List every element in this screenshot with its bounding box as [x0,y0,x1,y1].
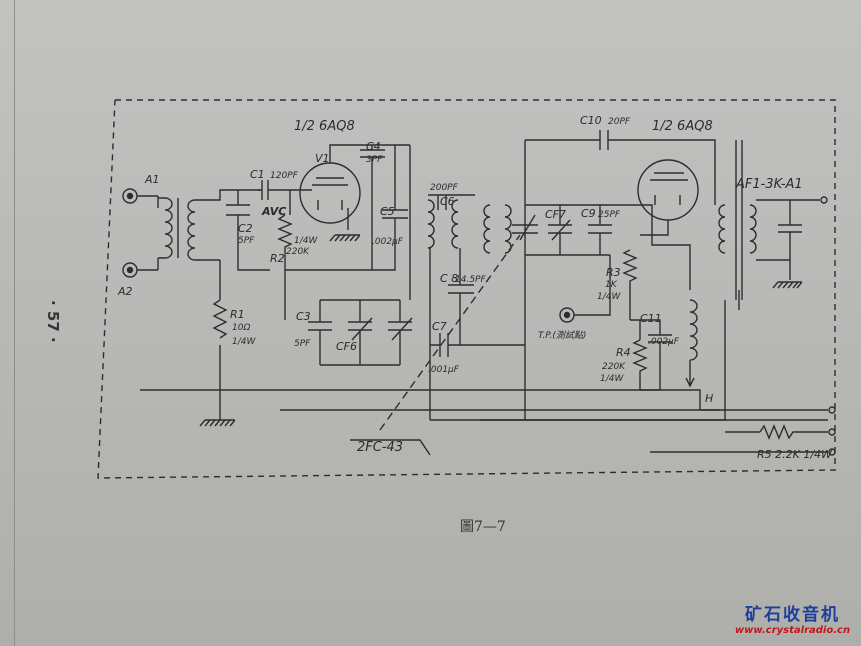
label-c3: C3 [296,310,311,323]
label-c4: C4 [366,140,381,153]
label-r5: R5 2.2K 1/4W [757,448,833,461]
figure-caption: 圖7—7 [460,519,506,535]
label-c8-val: 14.5PF [455,275,486,285]
label-r1: R1 [230,308,245,321]
label-r3-w: 1/4W [597,292,621,302]
label-r4-val: 220K [602,362,626,372]
rf-coil-1 [427,199,435,249]
label-h: H [705,392,713,405]
gang-line [379,234,521,431]
ground-v1 [329,234,361,242]
resistor-r5 [759,424,828,440]
label-af: AF1-3K-A1 [735,177,803,192]
watermark-url: www.crystalradio.cn [734,625,851,636]
label-c11-val: .002μF [648,337,680,347]
label-c1-val: 120PF [270,171,299,181]
label-r2-w: 1/4W [294,236,318,246]
page-edge-line [14,0,15,646]
label-c4-val: 3PF [366,155,383,165]
if-coil-1 [483,204,491,254]
resistor-r4 [632,339,648,390]
antenna-coil [164,197,173,259]
tube-v2 [637,159,699,221]
label-c3-val: 5PF [294,339,311,349]
label-c10: C10 [580,114,602,127]
dashed-enclosure [97,99,836,479]
label-tube2: 1/2 6AQ8 [652,119,713,134]
input-coil [187,199,196,261]
label-r1-val: 10Ω [232,323,250,333]
label-c6-val: 200PF [430,183,459,193]
label-tp: T.P.(測試點) [538,330,586,341]
label-c1: C1 [250,168,265,181]
label-r4-w: 1/4W [600,374,624,384]
label-r2: R2 [270,252,285,265]
label-r2-val: 220K [286,247,310,257]
tube-v1 [299,162,361,224]
label-c2-val: 5PF [238,236,255,246]
label-r3-val: 1K [605,280,618,290]
af-transformer-primary [718,204,726,254]
label-c9-val: 25PF [598,210,621,220]
ground-right [772,281,803,289]
label-a1: A1 [144,173,160,186]
resistor-r2 [277,214,293,270]
label-c2: C2 [238,222,253,235]
rf-coil-2 [451,199,459,249]
label-r4: R4 [616,346,631,359]
ground-left [199,419,236,427]
label-c5: C5 [380,205,395,218]
resistor-r3 [622,249,638,320]
watermark: 矿石收音机 www.crystalradio.cn [727,600,858,636]
label-r1-w: 1/4W [232,337,256,347]
label-c7-val: .001μF [428,365,460,375]
watermark-title: 矿石收音机 [745,605,840,625]
label-avc: AVC [261,205,286,218]
label-c9: C9 [581,207,596,220]
label-cf6: CF6 [336,340,357,353]
label-c7: C7 [432,320,447,333]
label-c8: C 8 [440,272,458,285]
label-c11: C11 [640,312,662,325]
label-cf7: CF7 [545,208,566,221]
label-tube1: 1/2 6AQ8 [294,119,355,134]
label-c6: C6 [440,195,455,208]
label-c5-val: .002μF [372,237,404,247]
label-c10-val: 20PF [608,117,631,127]
label-fc: 2FC-43 [357,440,403,455]
output-coil [689,299,698,361]
label-v1: V1 [315,152,330,165]
if-coil-2 [504,204,512,254]
resistor-r1 [212,299,228,339]
af-transformer-secondary [749,204,757,254]
label-a2: A2 [117,285,133,298]
label-r3: R3 [606,266,621,279]
